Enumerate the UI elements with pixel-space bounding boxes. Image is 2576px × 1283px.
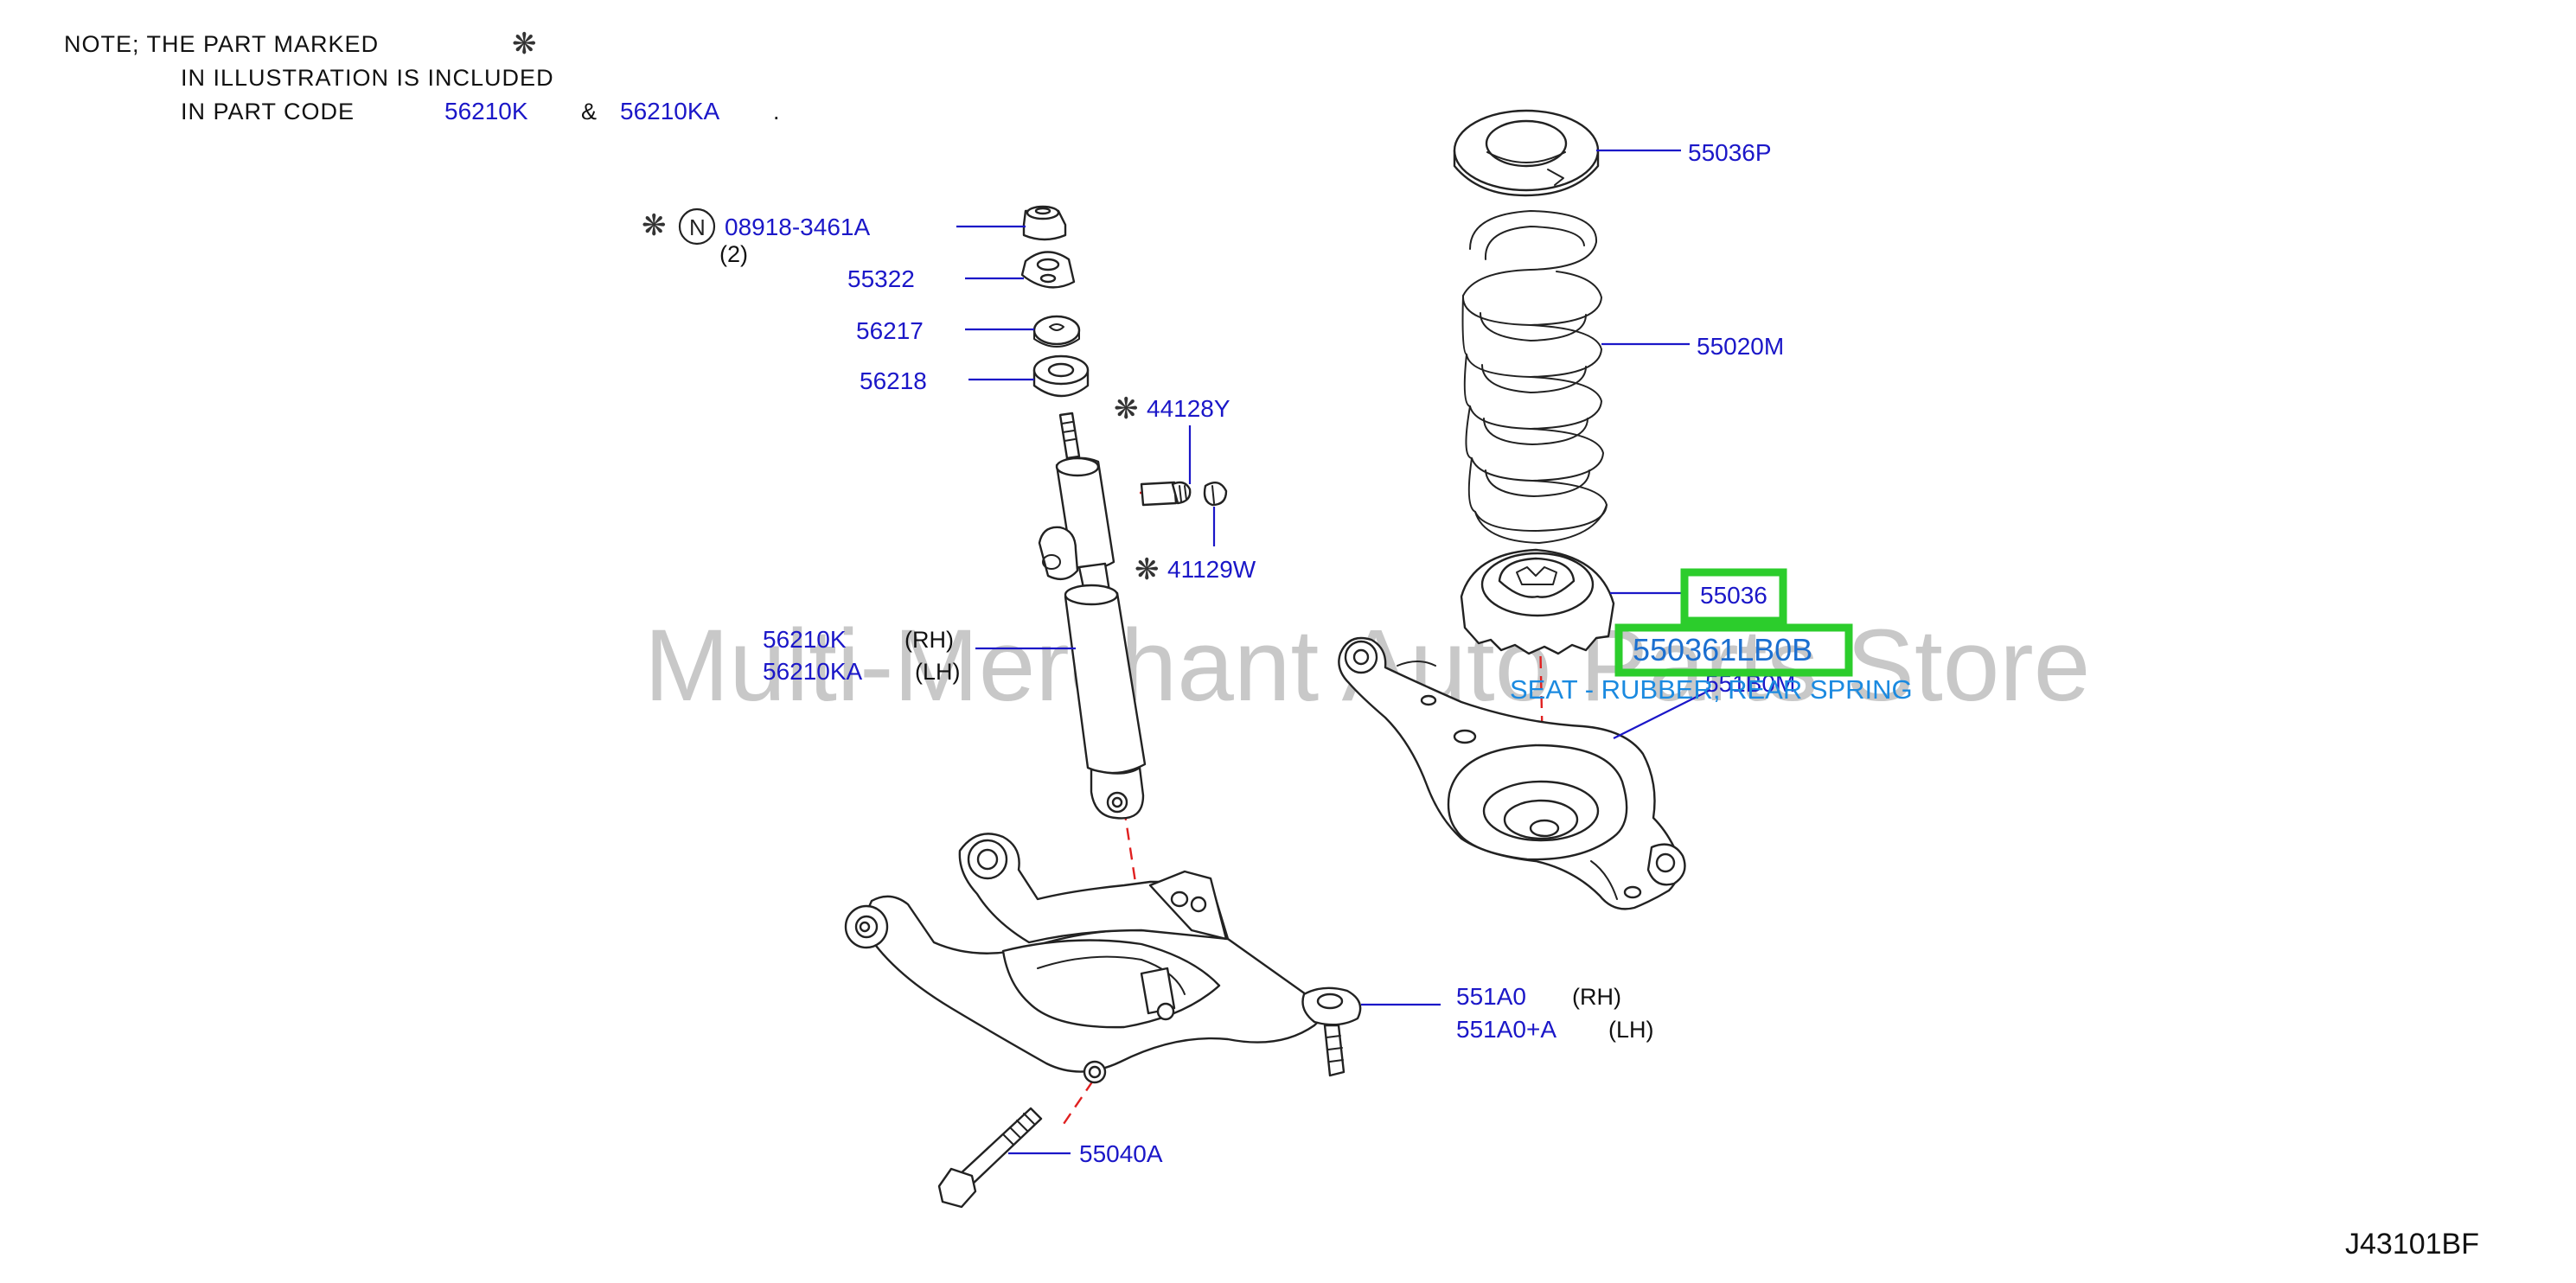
shock-absorber-56210k-icon	[1038, 412, 1147, 820]
highlight-part-number[interactable]: 550361LB0B	[1633, 632, 1812, 667]
note-block: NOTE; THE PART MARKED ❋ IN ILLUSTRATION …	[64, 28, 781, 124]
diagram-code: J43101BF	[2345, 1228, 2479, 1261]
part-08918-3461a[interactable]: 08918-3461A	[725, 214, 870, 240]
n-marker: N	[689, 214, 706, 240]
part-56210k[interactable]: 56210K	[763, 626, 847, 653]
part-56210ka-side: (LH)	[915, 659, 961, 685]
part-56210ka[interactable]: 56210KA	[763, 658, 863, 685]
note-line-2: IN ILLUSTRATION IS INCLUDED	[181, 65, 554, 91]
washer-56217-icon	[1032, 315, 1081, 348]
note-code-b[interactable]: 56210KA	[620, 98, 720, 124]
n-marker-circle-icon	[678, 207, 716, 246]
part-08918-qty: (2)	[719, 241, 748, 267]
part-56218[interactable]: 56218	[860, 367, 927, 394]
upper-seat-55036p-icon	[1453, 109, 1600, 197]
bolt-55040a-icon	[937, 1107, 1043, 1209]
leader-551b0m	[1613, 689, 1711, 739]
highlight-box-55036[interactable]	[1680, 568, 1787, 625]
bushing-44128y-icon	[1140, 481, 1192, 507]
part-551a0-a[interactable]: 551A0+A	[1456, 1016, 1556, 1043]
note-period: .	[773, 99, 781, 124]
coil-spring-55020m-icon	[1461, 210, 1608, 544]
upper-link-arm-551b0m-icon	[1338, 636, 1686, 910]
part-55036p[interactable]: 55036P	[1688, 139, 1772, 166]
highlight-box-part-number[interactable]	[1614, 623, 1853, 677]
part-55322[interactable]: 55322	[847, 265, 915, 292]
highlight-overlay: 550361LB0B SEAT - RUBBER, REAR SPRING	[1510, 568, 1913, 705]
nut-08918-3461a-icon	[1022, 205, 1067, 241]
marker-icon-08918: ❋	[642, 209, 667, 242]
lower-link-arm-551a0-icon	[844, 833, 1362, 1084]
marker-icon-44128y: ❋	[1114, 393, 1139, 425]
part-41129w[interactable]: 41129W	[1167, 556, 1256, 583]
part-551a0-side: (RH)	[1572, 984, 1621, 1010]
part-55040a[interactable]: 55040A	[1079, 1140, 1163, 1167]
centerline-bolt	[1063, 1080, 1094, 1125]
part-551a0[interactable]: 551A0	[1456, 983, 1526, 1010]
shock-absorber-assembly: ❋ N 08918-3461A (2) 55322 56217 56218 ❋ …	[642, 205, 1256, 1125]
marker-icon: ❋	[512, 28, 537, 61]
note-line-1: NOTE; THE PART MARKED	[64, 31, 379, 57]
part-56217[interactable]: 56217	[856, 317, 924, 344]
part-55036[interactable]: 55036	[1700, 582, 1767, 609]
cap-41129w-icon	[1203, 481, 1228, 507]
part-551a0-a-side: (LH)	[1608, 1017, 1654, 1043]
part-44128y[interactable]: 44128Y	[1147, 395, 1230, 422]
highlight-description: SEAT - RUBBER, REAR SPRING	[1510, 674, 1913, 705]
marker-icon-41129w: ❋	[1135, 553, 1160, 586]
bushing-56218-icon	[1032, 354, 1090, 398]
spring-assembly: 55036P 55020M 55036 551B0M	[1338, 109, 1795, 910]
note-code-a[interactable]: 56210K	[444, 98, 528, 124]
part-56210k-side: (RH)	[904, 627, 954, 653]
bracket-55322-icon	[1020, 251, 1076, 289]
note-ampersand: &	[581, 99, 598, 124]
part-55020m[interactable]: 55020M	[1697, 333, 1784, 360]
note-line-3: IN PART CODE	[181, 99, 355, 124]
rubber-seat-55036-icon	[1460, 548, 1615, 655]
